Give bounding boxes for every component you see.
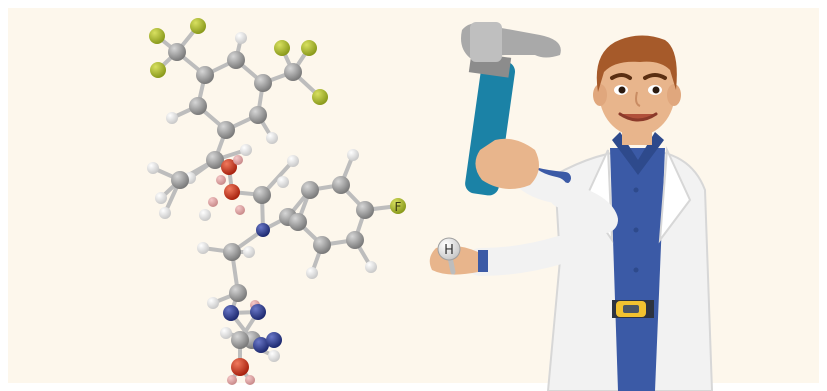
carbon-atom [231, 331, 249, 349]
fluorine-atom [190, 18, 206, 34]
hydrogen-atom-small [235, 205, 245, 215]
hydrogen-atom [287, 155, 299, 167]
hydrogen-atom [277, 176, 289, 188]
right-hand [475, 138, 539, 189]
hydrogen-atom [235, 32, 247, 44]
molecule-model: F [147, 18, 406, 385]
carbon-atom [254, 74, 272, 92]
carbon-atom [206, 151, 224, 169]
carbon-atom [301, 181, 319, 199]
scientist-character [429, 35, 714, 391]
carbon-atom [289, 213, 307, 231]
hydrogen-atom [147, 162, 159, 174]
carbon-atom [227, 51, 245, 69]
carbon-atom [171, 171, 189, 189]
carbon-atom [223, 243, 241, 261]
fluorine-atom [390, 198, 406, 214]
hydrogen-atom-small [227, 375, 237, 385]
fluorine-atom [149, 28, 165, 44]
hydrogen-atom [199, 209, 211, 221]
hydrogen-atom [240, 144, 252, 156]
hydrogen-atom [166, 112, 178, 124]
left-eye [618, 86, 626, 94]
carbon-atom [168, 43, 186, 61]
hydrogen-atom [266, 132, 278, 144]
hydrogen-atom-small [208, 197, 218, 207]
hydrogen-label: H [444, 243, 454, 258]
hydrogen-atom-small [233, 155, 243, 165]
hydrogen-atom [306, 267, 318, 279]
carbon-atom [249, 106, 267, 124]
nitrogen-atom [256, 223, 270, 237]
carbon-atom [189, 97, 207, 115]
oxygen-atom [231, 358, 249, 376]
hydrogen-atom-small [245, 375, 255, 385]
hydrogen-atom [155, 192, 167, 204]
hydrogen-atom [243, 246, 255, 258]
hydrogen-atom [207, 297, 219, 309]
fluorine-atom [312, 89, 328, 105]
carbon-atom [356, 201, 374, 219]
hydrogen-atom [268, 350, 280, 362]
carbon-atom [284, 63, 302, 81]
hydrogen-atom [365, 261, 377, 273]
hair [596, 35, 677, 92]
hydrogen-atom [347, 149, 359, 161]
oxygen-atom [221, 159, 237, 175]
carbon-atom [313, 236, 331, 254]
carbon-atom [229, 284, 247, 302]
fluorine-atom [150, 62, 166, 78]
hydrogen-atom [197, 242, 209, 254]
carbon-atom [253, 186, 271, 204]
hydrogen-atom-held: H [437, 237, 461, 275]
nitrogen-atom [250, 304, 266, 320]
right-eye [652, 86, 660, 94]
hydrogen-atom-small [216, 175, 226, 185]
nitrogen-atom [253, 337, 269, 353]
carbon-atom [346, 231, 364, 249]
carbon-atom [332, 176, 350, 194]
hydrogen-atom [220, 327, 232, 339]
hydrogen-atom [159, 207, 171, 219]
nitrogen-atom [223, 305, 239, 321]
fluorine-atom [301, 40, 317, 56]
carbon-atom [217, 121, 235, 139]
fluorine-label: F [395, 200, 402, 214]
nitrogen-atom [266, 332, 282, 348]
oxygen-atom [224, 184, 240, 200]
fluorine-atom [274, 40, 290, 56]
carbon-atom [196, 66, 214, 84]
